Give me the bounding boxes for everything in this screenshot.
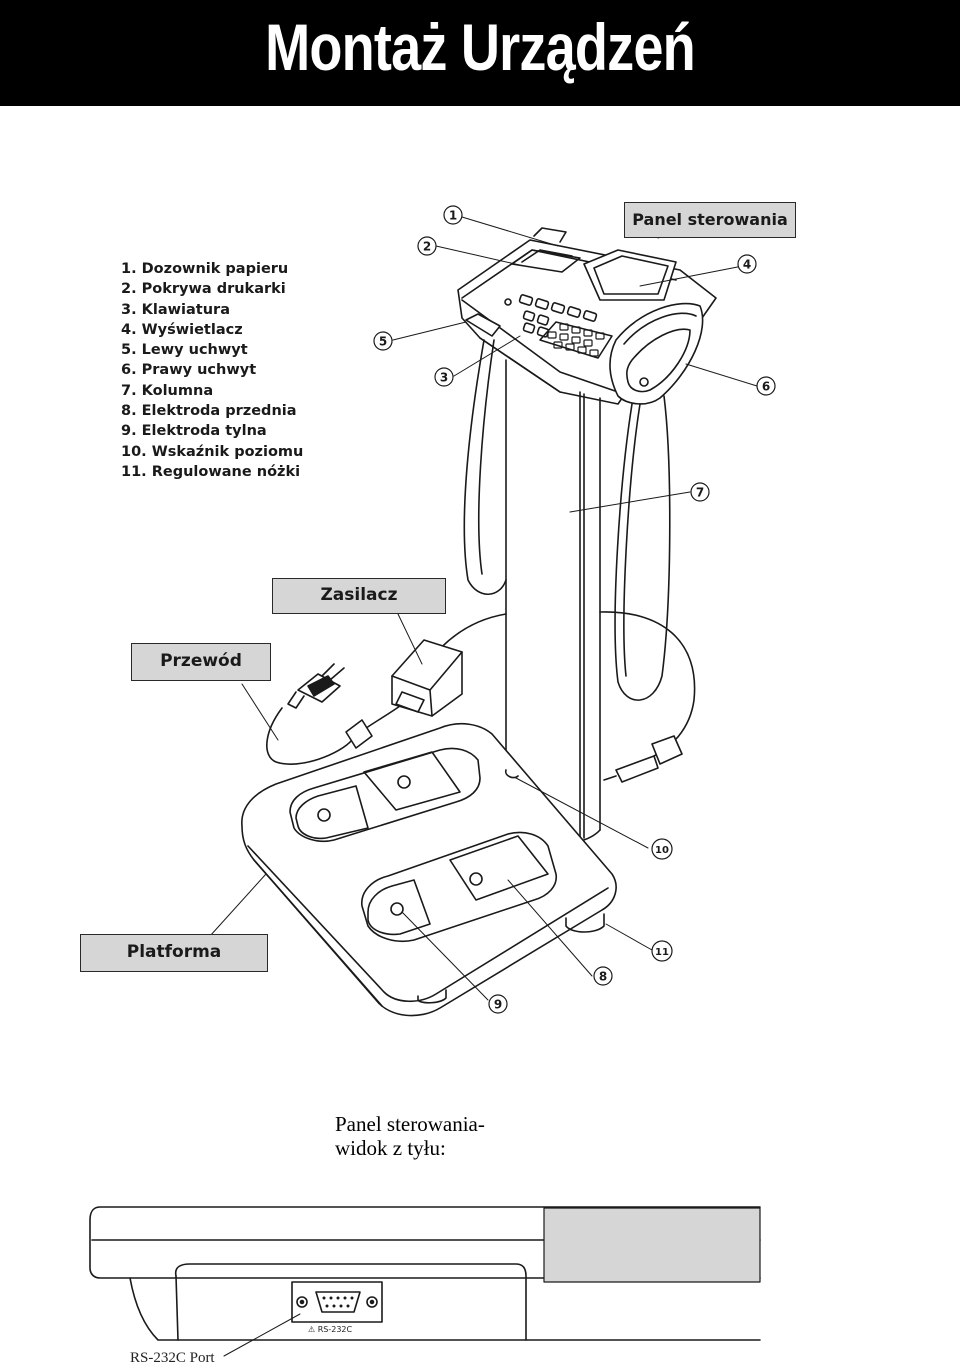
callout-circle (593, 966, 613, 986)
callout-circle (373, 331, 393, 351)
callout-circle (443, 205, 463, 225)
legend-item: 11. Regulowane nóżki (121, 463, 301, 480)
label-panel-sterowania: Panel sterowania (624, 202, 796, 238)
callout-number: 8 (599, 970, 607, 984)
label-zasilacz: Zasilacz (272, 578, 446, 614)
callout-circle (737, 254, 757, 274)
rs232c-port-label: RS-232C Port (130, 1350, 215, 1366)
callout-number: 11 (655, 947, 669, 958)
control-panel-drawing (457, 227, 717, 405)
callout-circle (488, 994, 508, 1014)
column-drawing (505, 359, 601, 846)
callout-number: 4 (743, 258, 751, 272)
callout-number: 1 (449, 209, 457, 223)
callout-circle (651, 940, 673, 962)
callout-number: 10 (655, 845, 669, 856)
legend-item: 3. Klawiatura (121, 301, 230, 318)
callout-number: 5 (379, 335, 387, 349)
legend-item: 9. Elektroda tylna (121, 423, 267, 440)
power-supply-drawing (266, 611, 696, 783)
rs232c-port-marking: ⚠ RS-232C (308, 1325, 353, 1334)
callout-markers (373, 205, 776, 1014)
callout-number: 2 (423, 240, 431, 254)
legend-item: 7. Kolumna (121, 382, 214, 399)
callout-circle (434, 367, 454, 387)
legend-item: 8. Elektroda przednia (121, 403, 297, 420)
leader-lines (209, 216, 758, 1001)
callout-number: 9 (494, 998, 502, 1012)
rear-panel-shade (543, 1207, 761, 1283)
callout-circle (690, 482, 710, 502)
callout-number: 3 (440, 371, 448, 385)
page-title: Montaż Urządzeń (265, 10, 696, 84)
parts-legend: 1. Dozownik papieru 2. Pokrywa drukarki … (121, 259, 303, 482)
legend-item: 6. Prawy uchwyt (121, 362, 257, 379)
legend-item: 5. Lewy uchwyt (121, 342, 248, 359)
callout-number: 7 (696, 486, 704, 500)
callout-circle (417, 236, 437, 256)
callout-circle (756, 376, 776, 396)
platform-drawing (241, 722, 617, 1017)
label-przewod: Przewód (131, 643, 271, 681)
callout-numbers: 1 2 3 4 5 6 7 8 9 10 11 (379, 209, 770, 1012)
callout-number: 6 (762, 380, 770, 394)
handle-cables (463, 339, 671, 701)
rear-view-drawing (89, 1206, 761, 1357)
legend-item: 4. Wyświetlacz (121, 321, 243, 338)
header-bar: Montaż Urządzeń (0, 0, 960, 106)
legend-item: 10. Wskaźnik poziomu (121, 443, 304, 460)
label-platforma: Platforma (80, 934, 268, 972)
legend-item: 1. Dozownik papieru (121, 261, 289, 277)
callout-circle (651, 838, 673, 860)
rear-view-caption: Panel sterowania- widok z tyłu: (335, 1112, 485, 1160)
caption-line-2: widok z tyłu: (335, 1136, 446, 1160)
caption-line-1: Panel sterowania- (335, 1112, 485, 1136)
legend-item: 2. Pokrywa drukarki (121, 281, 286, 298)
